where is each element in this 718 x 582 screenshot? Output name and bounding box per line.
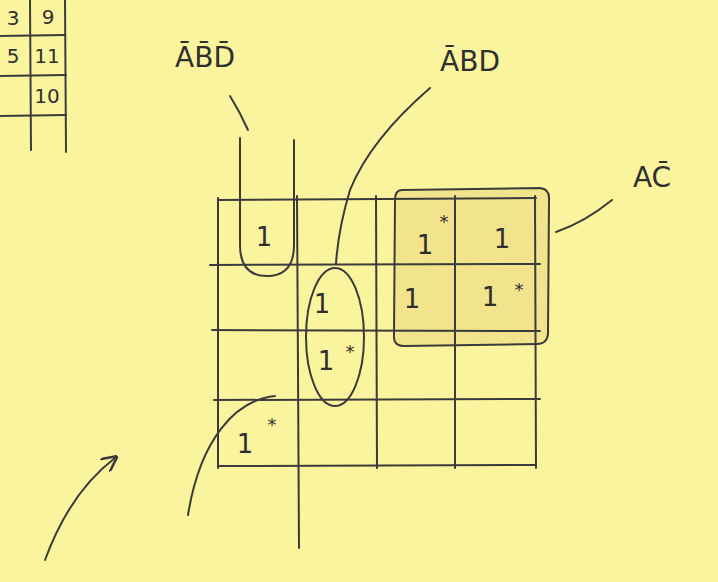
group-loop [188, 396, 275, 515]
grid-line [535, 196, 536, 468]
leader-line [556, 200, 612, 232]
grid-line [454, 196, 456, 468]
group-term: ĀBD [440, 46, 500, 78]
group-term: ĀB̄D̄ [175, 42, 235, 74]
group-loop [394, 188, 549, 346]
leader-line [336, 88, 430, 264]
cell-value: 1 [256, 223, 273, 253]
table-line [0, 75, 66, 76]
grid-line [376, 196, 377, 468]
grid-line [210, 264, 540, 265]
cell-value: 1 [417, 231, 434, 261]
essential-mark: * [268, 415, 277, 436]
essential-mark: * [440, 212, 449, 233]
essential-mark: * [515, 280, 524, 301]
essential-mark: * [346, 342, 355, 363]
index-number: 9 [42, 6, 55, 29]
index-number: 5 [7, 45, 20, 68]
cell-value: 1 [404, 285, 421, 315]
group-loop [306, 268, 364, 406]
index-number: 3 [7, 7, 20, 30]
table-line [0, 115, 66, 116]
index-number: 10 [34, 85, 59, 108]
grid-line [297, 196, 299, 548]
leader-line [230, 96, 248, 130]
pointer-arrow [45, 458, 115, 560]
cell-value: 1 [494, 225, 511, 255]
cell-value: 1 [482, 283, 499, 313]
cell-value: 1 [314, 290, 331, 320]
table-line [0, 35, 65, 36]
group-loop [240, 138, 294, 276]
grid-line [217, 198, 219, 468]
cell-value: 1 [237, 430, 254, 460]
cell-value: 1 [318, 347, 335, 377]
index-number: 11 [34, 45, 59, 68]
group-term: AC̄ [633, 162, 671, 194]
